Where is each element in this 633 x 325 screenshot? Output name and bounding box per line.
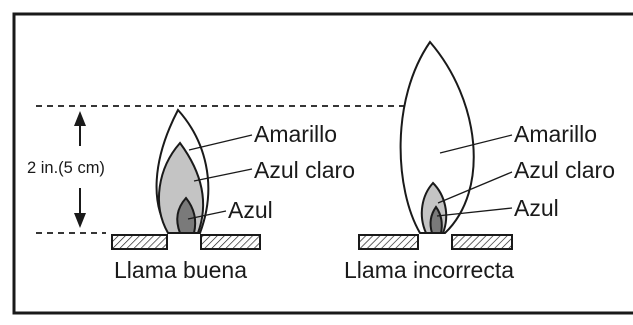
good-flame-caption: Llama buena bbox=[114, 257, 247, 283]
dimension-label: 2 in.(5 cm) bbox=[27, 159, 105, 177]
bad-flame-blue-core bbox=[429, 205, 443, 234]
bad-flame bbox=[399, 40, 475, 234]
good-leader-inner bbox=[187, 210, 227, 220]
dimension-arrow-up bbox=[74, 111, 86, 146]
bad-burner-right bbox=[451, 234, 513, 250]
good-burner-left bbox=[111, 234, 168, 250]
bad-leader-middle bbox=[437, 171, 513, 204]
bad-flame-outer-yellow bbox=[399, 40, 475, 234]
bad-label-middle: Azul claro bbox=[514, 157, 615, 183]
good-flame bbox=[155, 108, 210, 234]
good-burner-right bbox=[200, 234, 261, 250]
good-label-middle: Azul claro bbox=[254, 157, 355, 183]
diagram-frame bbox=[12, 12, 633, 315]
dimension-arrow-down bbox=[74, 188, 86, 228]
bad-leader-outer bbox=[439, 134, 513, 154]
bad-leader-inner bbox=[436, 207, 513, 217]
good-flame-blue-core bbox=[176, 196, 197, 234]
bad-label-outer: Amarillo bbox=[514, 121, 597, 147]
good-leader-outer bbox=[188, 134, 253, 151]
good-leader-middle bbox=[193, 168, 253, 182]
bad-burner-left bbox=[358, 234, 419, 250]
good-label-inner: Azul bbox=[228, 197, 273, 223]
bad-label-inner: Azul bbox=[514, 195, 559, 221]
good-label-outer: Amarillo bbox=[254, 121, 337, 147]
bad-flame-caption: Llama incorrecta bbox=[344, 257, 514, 283]
